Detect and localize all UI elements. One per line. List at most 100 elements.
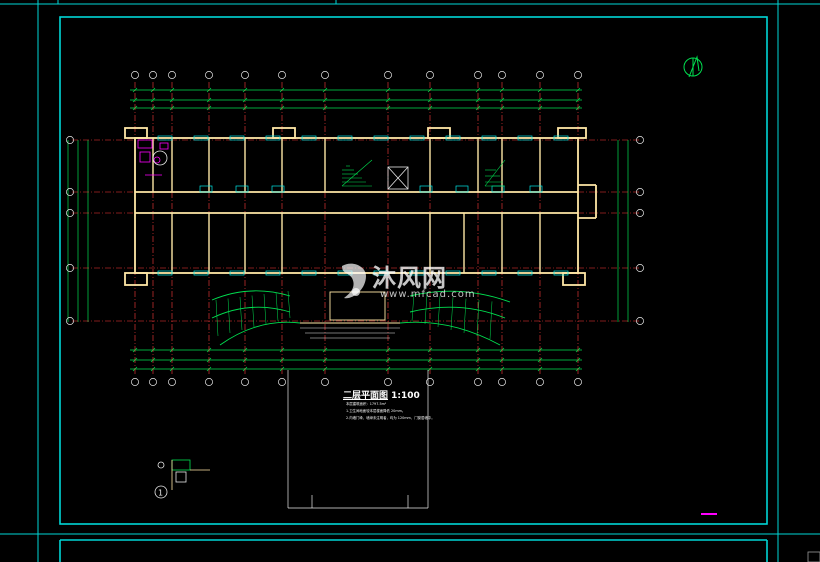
canopy-rib — [287, 290, 291, 319]
entrance-canopy — [211, 290, 511, 346]
window-corridor — [419, 185, 433, 193]
window-bottom — [481, 270, 497, 276]
axis-bubble-left — [66, 209, 74, 217]
detail-marker-number: 1 — [158, 489, 163, 498]
canopy-rib — [437, 295, 441, 328]
north-arrow-icon — [683, 55, 703, 78]
dim-tick — [385, 97, 391, 103]
canopy-rib — [215, 299, 219, 337]
window-bottom — [373, 270, 389, 276]
canopy-rib — [251, 295, 255, 328]
axis-bubble-top — [536, 71, 544, 79]
axis-bubble-bottom — [131, 378, 139, 386]
window-top — [373, 135, 389, 141]
canopy-rib — [227, 298, 231, 334]
axis-bubble-bottom — [536, 378, 544, 386]
drawing-title-text: 二层平面图 — [343, 391, 389, 401]
window-top — [553, 135, 569, 141]
axis-bubble-bottom — [321, 378, 329, 386]
drawing-note-2: 1.卫生间地面较本层楼面降低 20mm。 — [346, 409, 406, 413]
axis-bubble-top — [278, 71, 286, 79]
axis-bubble-top — [384, 71, 392, 79]
axis-bubble-top — [426, 71, 434, 79]
canopy-rib — [489, 301, 493, 340]
window-corridor — [235, 185, 249, 193]
axis-bubble-top — [131, 71, 139, 79]
window-top — [301, 135, 317, 141]
window-top — [265, 135, 281, 141]
window-bottom — [193, 270, 209, 276]
window-top — [409, 135, 425, 141]
axis-bubble-right — [636, 209, 644, 217]
axis-bubble-bottom — [278, 378, 286, 386]
window-corridor — [455, 185, 469, 193]
dimension-lines — [67, 87, 629, 372]
axis-bubble-left — [66, 136, 74, 144]
elevator — [387, 166, 409, 190]
axis-bubble-bottom — [384, 378, 392, 386]
window-corridor — [529, 185, 543, 193]
axis-bubble-bottom — [498, 378, 506, 386]
dim-tick — [279, 97, 285, 103]
site-boundary-lines — [287, 370, 429, 509]
window-bottom — [409, 270, 425, 276]
partition-walls — [152, 138, 541, 273]
dim-tick — [132, 97, 138, 103]
axis-bubble-top — [321, 71, 329, 79]
axis-bubble-bottom — [574, 378, 582, 386]
window-top — [481, 135, 497, 141]
dim-tick — [575, 97, 581, 103]
dim-tick — [169, 97, 175, 103]
axis-bubble-right — [636, 317, 644, 325]
axis-bubble-right — [636, 188, 644, 196]
axis-bubble-right — [636, 136, 644, 144]
detail-callout-circle — [152, 150, 168, 166]
canopy-rib — [424, 294, 428, 325]
canopy-ribs — [215, 290, 493, 340]
axis-bubble-bottom — [426, 378, 434, 386]
axis-bubble-top — [498, 71, 506, 79]
window-top — [337, 135, 353, 141]
dim-tick — [537, 97, 543, 103]
stair-right — [484, 159, 506, 187]
canopy-rib — [450, 297, 454, 331]
window-corridor — [271, 185, 285, 193]
dim-tick — [242, 97, 248, 103]
axis-bubble-right — [636, 264, 644, 272]
dim-tick — [150, 97, 156, 103]
stair-left — [341, 159, 373, 187]
window-top — [157, 135, 173, 141]
axis-bubble-left — [66, 264, 74, 272]
drawing-note-3: 2.内墙门垛、墙垛未注明者，均为 120mm，门窗居墙中。 — [346, 416, 435, 420]
axis-bubble-top — [205, 71, 213, 79]
axis-bubble-bottom — [241, 378, 249, 386]
dim-tick — [206, 97, 212, 103]
detail-sketch — [154, 459, 210, 499]
window-top — [445, 135, 461, 141]
canopy-rib — [463, 298, 467, 334]
building-walls — [124, 127, 597, 286]
axis-bubble-left — [66, 317, 74, 325]
dim-tick — [475, 97, 481, 103]
window-bottom — [553, 270, 569, 276]
axis-bubble-top — [241, 71, 249, 79]
axis-grid — [72, 82, 640, 376]
axis-bubble-bottom — [149, 378, 157, 386]
dim-tick — [427, 97, 433, 103]
axis-bubble-top — [149, 71, 157, 79]
axis-bubble-bottom — [205, 378, 213, 386]
toilet-fixtures — [137, 139, 169, 176]
axis-bubble-top — [474, 71, 482, 79]
window-top — [517, 135, 533, 141]
drawing-title: 二层平面图 1:100 — [343, 388, 420, 401]
axis-bubbles — [66, 71, 644, 386]
axis-bubble-left — [66, 188, 74, 196]
dim-tick — [499, 97, 505, 103]
drawing-note-1: 本层建筑面积：1797.5m² — [346, 402, 387, 406]
windows — [157, 135, 569, 276]
canopy-rib — [476, 299, 480, 337]
entrance-steps — [300, 327, 400, 339]
axis-bubble-bottom — [474, 378, 482, 386]
